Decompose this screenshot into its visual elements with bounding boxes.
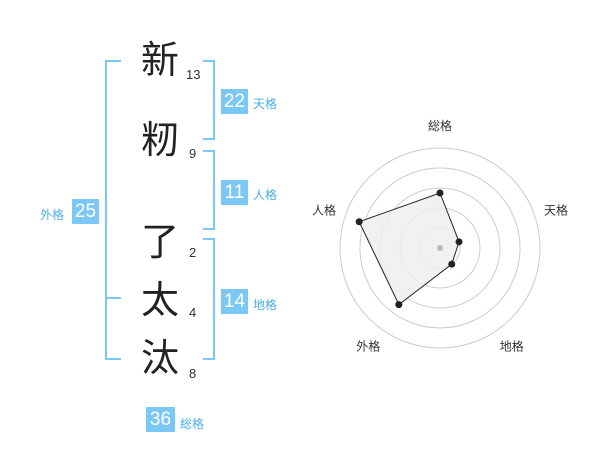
name-char-4: 太 [141, 278, 180, 322]
chikaku-label: 地格 [253, 298, 278, 312]
radar-axis-label-2: 天格 [544, 202, 568, 217]
radar-point-3 [448, 260, 456, 268]
gaikaku-value: 25 [72, 199, 99, 224]
radar-point-5 [355, 218, 363, 226]
gaikaku-label: 外格 [40, 208, 65, 222]
stroke-count-4: 4 [189, 305, 197, 320]
tenkaku-label: 天格 [253, 97, 278, 111]
radar-axis-label-4: 外格 [356, 339, 380, 354]
stroke-count-2: 9 [189, 146, 197, 161]
jinkaku-bracket [203, 150, 215, 230]
radar-axis-label-5: 人格 [312, 202, 336, 217]
name-char-2: 籾 [141, 118, 180, 162]
radar-point-4 [395, 301, 403, 309]
stroke-count-1: 13 [186, 67, 201, 82]
radar-axis-label-1: 総格 [428, 118, 452, 133]
name-char-3: 了 [141, 220, 180, 264]
radar-point-1 [436, 189, 444, 197]
chikaku-bracket [203, 238, 215, 360]
tenkaku-value: 22 [221, 89, 248, 114]
radar-ring [339, 147, 541, 349]
stroke-count-3: 2 [189, 245, 197, 260]
gaikaku-bracket [105, 60, 121, 360]
radar-axis-label-3: 地格 [500, 339, 524, 354]
stroke-count-5: 8 [189, 366, 197, 381]
radar-ring [359, 167, 521, 329]
soukaku-label: 総格 [180, 417, 205, 431]
radar-polygon [358, 192, 460, 306]
jinkaku-label: 人格 [253, 188, 278, 202]
name-char-1: 新 [141, 38, 180, 82]
name-char-5: 汰 [141, 336, 180, 380]
jinkaku-value: 11 [221, 180, 248, 205]
radar-center-dot [437, 245, 443, 251]
tenkaku-bracket [203, 60, 215, 140]
radar-point-2 [455, 238, 463, 246]
gaikaku-inner-tick [105, 297, 121, 299]
chikaku-value: 14 [221, 289, 248, 314]
soukaku-value: 36 [146, 407, 175, 432]
